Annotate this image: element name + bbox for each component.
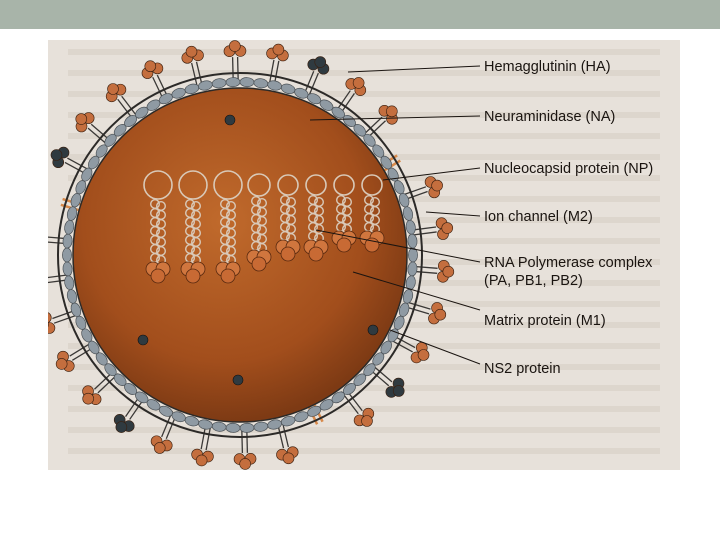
polymerase-subunit [151, 269, 165, 283]
matrix-bead [407, 234, 417, 249]
label-nucleocapsid: Nucleocapsid protein (NP) [484, 160, 653, 178]
matrix-bead [253, 78, 268, 89]
matrix-bead [408, 248, 417, 262]
polymerase-subunit [337, 238, 351, 252]
ns2-dot [368, 325, 378, 335]
matrix-bead [226, 423, 240, 433]
label-matrix-protein: Matrix protein (M1) [484, 312, 606, 330]
matrix-bead [62, 234, 72, 249]
matrix-bead [240, 77, 254, 87]
ns2-dot [138, 335, 148, 345]
slide-header-bar [0, 0, 720, 29]
matrix-bead [64, 275, 75, 290]
polymerase-subunit [186, 269, 200, 283]
virion-core [73, 88, 407, 422]
matrix-bead [240, 423, 254, 433]
polymerase-subunit [309, 247, 323, 261]
label-neuraminidase: Neuraminidase (NA) [484, 108, 615, 126]
matrix-bead [267, 80, 283, 92]
label-rna-polymerase: RNA Polymerase complex [484, 254, 652, 272]
label-hemagglutinin: Hemagglutinin (HA) [484, 58, 611, 76]
matrix-bead [198, 80, 214, 92]
matrix-bead [212, 78, 227, 89]
polymerase-subunit [281, 247, 295, 261]
ns2-dot [233, 375, 243, 385]
polymerase-subunit [252, 257, 266, 271]
ns2-dot [225, 115, 235, 125]
label-ion-channel: Ion channel (M2) [484, 208, 593, 226]
label-ns2-protein: NS2 protein [484, 360, 561, 378]
matrix-bead [62, 248, 71, 262]
influenza-virion-diagram: Hemagglutinin (HA) Neuraminidase (NA) Nu… [48, 40, 680, 470]
matrix-bead [226, 77, 240, 87]
label-rna-polymerase-subunits: (PA, PB1, PB2) [484, 272, 583, 290]
polymerase-subunit [221, 269, 235, 283]
